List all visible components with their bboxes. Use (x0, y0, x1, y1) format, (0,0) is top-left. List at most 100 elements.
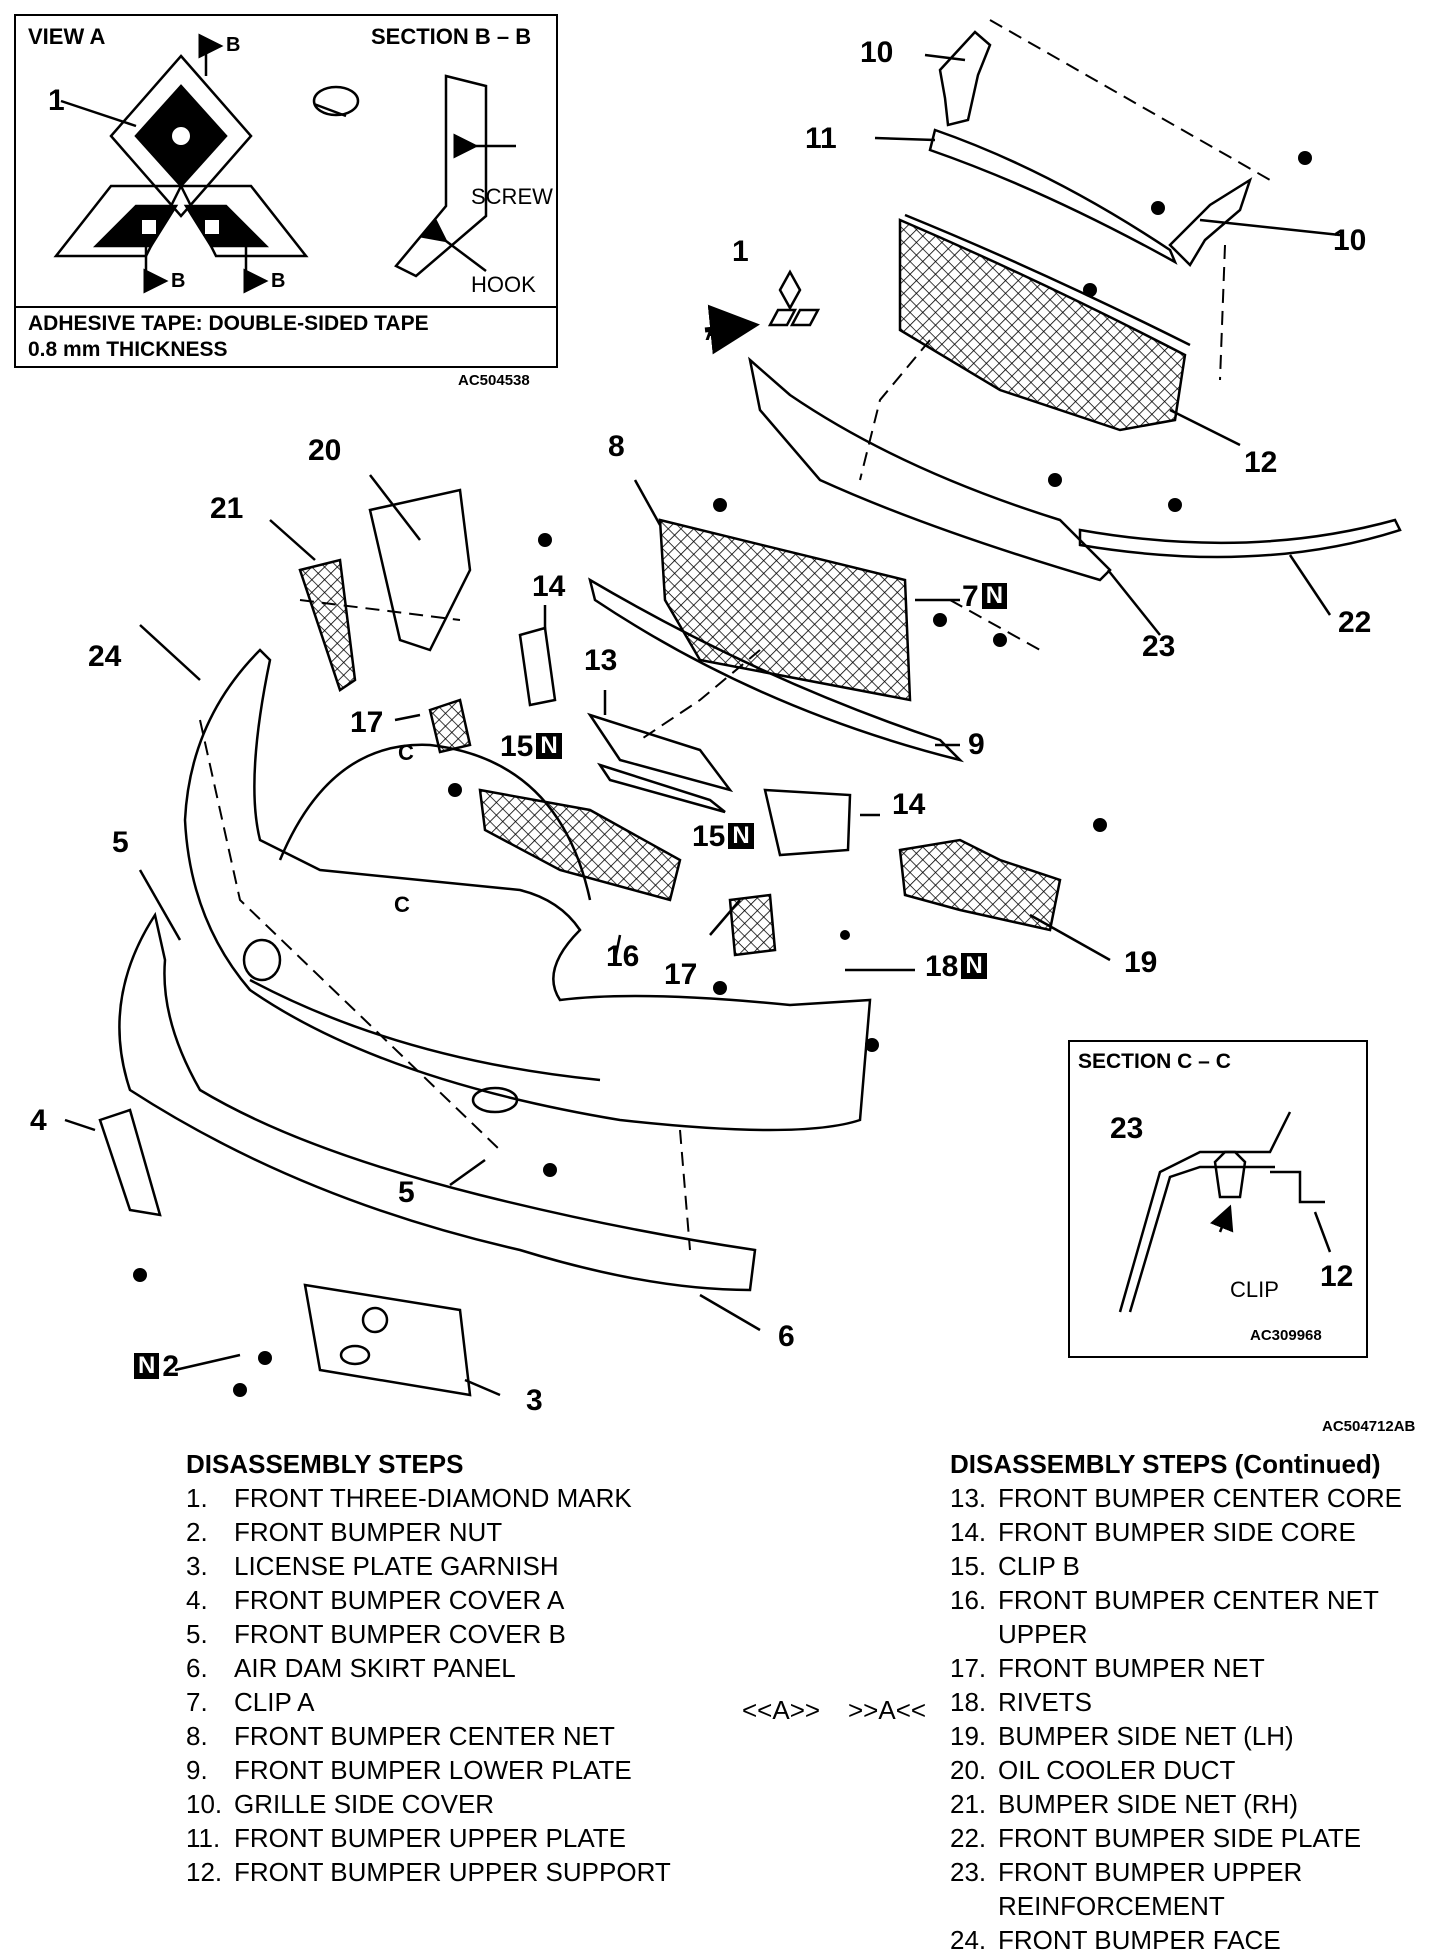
section-c-title: SECTION C – C (1078, 1050, 1231, 1073)
callout-14-left: 14 (532, 570, 566, 603)
tape-note-divider (16, 306, 556, 308)
step-item: 8.FRONT BUMPER CENTER NET (186, 1721, 615, 1751)
steps-right: DISASSEMBLY STEPS (Continued) 13.FRONT B… (950, 1447, 1450, 1957)
step-item: 6.AIR DAM SKIRT PANEL (186, 1653, 516, 1683)
step-item: 21.BUMPER SIDE NET (RH) (950, 1789, 1298, 1819)
b-marker-left: B (171, 270, 186, 292)
step-item: 20.OIL COOLER DUCT (950, 1755, 1236, 1785)
hook-label: HOOK (471, 272, 536, 297)
three-diamond-mark-detail (53, 33, 516, 294)
step-item: 17.FRONT BUMPER NET (950, 1653, 1265, 1683)
callout-10-right: 10 (1333, 224, 1367, 257)
upper-reinforcement (748, 356, 1112, 582)
section-c-marker-top: C (398, 740, 414, 765)
step-item: 16.FRONT BUMPER CENTER NET (950, 1585, 1379, 1615)
callout-17-top: 17 (350, 706, 384, 739)
tape-note-line1: ADHESIVE TAPE: DOUBLE-SIDED TAPE (28, 312, 429, 335)
side-net-lh (898, 838, 1062, 932)
callout-22: 22 (1338, 606, 1372, 639)
steps-heading-continued: DISASSEMBLY STEPS (Continued) (950, 1449, 1381, 1479)
step-item: 18.RIVETS (950, 1687, 1092, 1717)
callout-2: 2 (162, 1350, 180, 1383)
view-a-panel: VIEW A SECTION B – B 1 B B B SCREW HOOK … (14, 14, 558, 368)
callout-6: 6 (778, 1320, 795, 1353)
callout-7: 7 (962, 580, 979, 613)
callout-10-top: 10 (860, 36, 894, 69)
steps-heading: DISASSEMBLY STEPS (186, 1449, 464, 1479)
step-item: 24.FRONT BUMPER FACE (950, 1925, 1281, 1955)
center-core (586, 712, 734, 793)
view-a-title: VIEW A (28, 24, 106, 49)
callout-8: 8 (608, 430, 625, 463)
section-c-code: AC309968 (1250, 1327, 1322, 1344)
upper-support (898, 218, 1187, 432)
step-item-continuation: UPPER (998, 1619, 1088, 1649)
callout-14-right: 14 (892, 788, 926, 821)
step-item: 22.FRONT BUMPER SIDE PLATE (950, 1823, 1362, 1853)
side-core-left (518, 626, 557, 707)
callout-18: 18 (925, 950, 959, 983)
callout-1: 1 (732, 235, 749, 268)
callout-4: 4 (30, 1104, 47, 1137)
section-c-callout-12: 12 (1320, 1260, 1354, 1293)
grille-side-cover-left (938, 30, 992, 127)
step-item-continuation: REINFORCEMENT (998, 1891, 1225, 1921)
new-part-mark: N (728, 823, 754, 849)
steps-left: DISASSEMBLY STEPS 1.FRONT THREE-DIAMOND … (186, 1447, 726, 1889)
step-item: 4.FRONT BUMPER COVER A (186, 1585, 565, 1615)
callout-9: 9 (968, 728, 985, 761)
side-core-right (763, 788, 852, 857)
step-item: 23.FRONT BUMPER UPPER (950, 1857, 1303, 1887)
step-item: 11.FRONT BUMPER UPPER PLATE (186, 1823, 626, 1853)
screw-label: SCREW (471, 184, 553, 209)
oil-cooler-duct (368, 488, 472, 652)
section-c-panel: SECTION C – C 23 12 CLIP AC309968 (1068, 1040, 1368, 1358)
air-dam-skirt (118, 911, 757, 1292)
step-item: 15.CLIP B (950, 1551, 1080, 1581)
view-a-code: AC504538 (458, 372, 530, 389)
callout-13: 13 (584, 644, 618, 677)
callout-15-top: 15 (500, 730, 534, 763)
view-a-callout-1: 1 (48, 84, 65, 117)
section-b-title: SECTION B – B (371, 24, 532, 49)
callout-15-mid: 15 (692, 820, 726, 853)
tape-note-line2: 0.8 mm THICKNESS (28, 338, 228, 361)
step-item: 9.FRONT BUMPER LOWER PLATE (186, 1755, 632, 1785)
view-a-arrow-label: A (705, 320, 721, 345)
side-plate (1078, 518, 1402, 559)
step-item: 10.GRILLE SIDE COVER (186, 1789, 495, 1819)
callout-16: 16 (606, 940, 640, 973)
diamond-mark-part (767, 269, 821, 327)
callout-21: 21 (210, 492, 244, 525)
side-net-rh (298, 558, 357, 692)
callout-17-bottom: 17 (664, 958, 698, 991)
callout-3: 3 (526, 1384, 543, 1417)
step-item: 1.FRONT THREE-DIAMOND MARK (186, 1483, 632, 1513)
callout-5-bottom: 5 (398, 1176, 415, 1209)
new-part-mark: N (134, 1353, 160, 1379)
bumper-face (183, 648, 872, 1132)
step-item: 7.CLIP A (186, 1687, 315, 1717)
callout-20: 20 (308, 434, 342, 467)
step-item: 5.FRONT BUMPER COVER B (186, 1619, 566, 1649)
step-marker-left: <<A>> (742, 1695, 821, 1725)
clip-label: CLIP (1230, 1277, 1279, 1302)
grille-side-cover-right (1168, 177, 1253, 268)
callout-5-top: 5 (112, 826, 129, 859)
section-c-marker-bottom: C (394, 892, 410, 917)
step-item: 14.FRONT BUMPER SIDE CORE (950, 1517, 1356, 1547)
step-item: 3.LICENSE PLATE GARNISH (186, 1551, 559, 1581)
net-right (728, 893, 777, 957)
net-left (428, 698, 472, 754)
step-item: 13.FRONT BUMPER CENTER CORE (950, 1483, 1402, 1513)
lower-plate (588, 577, 965, 763)
b-marker-right: B (271, 270, 286, 292)
bumper-cover-a (98, 1108, 162, 1217)
section-c-callout-23: 23 (1110, 1112, 1144, 1145)
